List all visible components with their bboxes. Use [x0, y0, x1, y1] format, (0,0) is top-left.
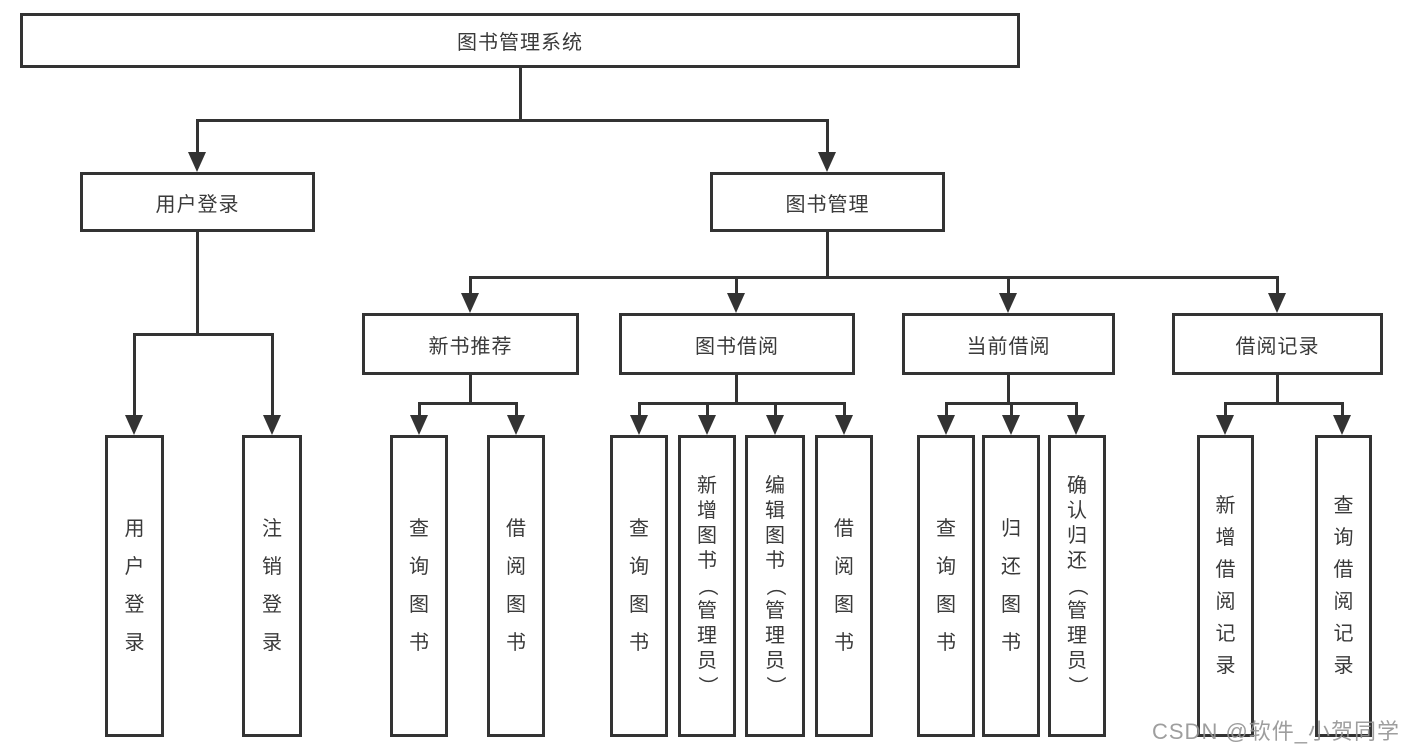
arrow-down-icon — [818, 152, 836, 172]
leaf-label: 查询图书 — [936, 518, 956, 654]
leaf-query-books-borrowing: 查询图书 — [610, 435, 668, 737]
connector-hline — [133, 333, 273, 336]
connector-vline — [826, 232, 829, 279]
arrow-down-icon — [698, 415, 716, 435]
connector-vline — [196, 119, 199, 156]
arrow-down-icon — [125, 415, 143, 435]
arrow-down-icon — [1067, 415, 1085, 435]
arrow-down-icon — [1216, 415, 1234, 435]
connector-vline — [515, 402, 518, 418]
node-library-management-system: 图书管理系统 — [20, 13, 1020, 68]
connector-vline — [271, 333, 274, 417]
node-borrowing-records: 借阅记录 — [1172, 313, 1383, 375]
connector-vline — [735, 375, 738, 405]
leaf-label: 新增图书（管理员） — [696, 475, 718, 696]
leaf-label: 用户登录 — [124, 518, 145, 654]
connector-vline — [735, 276, 738, 298]
leaf-label: 归还图书 — [1001, 518, 1021, 654]
leaf-label: 新增借阅记录 — [1215, 495, 1236, 677]
leaf-add-book-admin: 新增图书（管理员） — [678, 435, 736, 737]
leaf-add-borrowing-record: 新增借阅记录 — [1197, 435, 1254, 737]
node-label: 借阅记录 — [1235, 335, 1320, 358]
leaf-label: 查询图书 — [409, 518, 429, 654]
connector-vline — [469, 375, 472, 405]
arrow-down-icon — [410, 415, 428, 435]
connector-hline — [196, 119, 829, 122]
connector-hline — [638, 402, 845, 405]
arrow-down-icon — [766, 415, 784, 435]
node-book-borrowing: 图书借阅 — [619, 313, 855, 375]
connector-vline — [1276, 276, 1279, 298]
node-user-login: 用户登录 — [80, 172, 315, 232]
node-book-management: 图书管理 — [710, 172, 945, 232]
connector-vline — [706, 402, 709, 418]
leaf-query-books-current: 查询图书 — [917, 435, 975, 737]
arrow-down-icon — [507, 415, 525, 435]
leaf-edit-book-admin: 编辑图书（管理员） — [745, 435, 805, 737]
leaf-borrow-books-borrowing: 借阅图书 — [815, 435, 873, 737]
leaf-label: 编辑图书（管理员） — [764, 475, 786, 696]
leaf-query-borrowing-record: 查询借阅记录 — [1315, 435, 1372, 737]
node-label: 当前借阅 — [966, 335, 1051, 358]
connector-vline — [519, 68, 522, 121]
leaf-confirm-return-admin: 确认归还（管理员） — [1048, 435, 1106, 737]
leaf-label: 查询借阅记录 — [1333, 495, 1354, 677]
connector-vline — [945, 402, 948, 418]
connector-vline — [133, 333, 136, 417]
connector-vline — [638, 402, 641, 418]
leaf-label: 查询图书 — [629, 518, 649, 654]
arrow-down-icon — [999, 293, 1017, 313]
node-label: 图书借阅 — [695, 335, 779, 358]
arrow-down-icon — [461, 293, 479, 313]
leaf-logout: 注销登录 — [242, 435, 302, 737]
connector-vline — [1341, 402, 1344, 418]
arrow-down-icon — [1333, 415, 1351, 435]
csdn-watermark: CSDN @软件_小贺同学 — [1152, 719, 1401, 744]
leaf-return-books: 归还图书 — [982, 435, 1040, 737]
connector-hline — [1224, 402, 1343, 405]
node-new-book-recommendation: 新书推荐 — [362, 313, 579, 375]
arrow-down-icon — [630, 415, 648, 435]
connector-vline — [826, 119, 829, 156]
connector-vline — [843, 402, 846, 418]
connector-hline — [469, 276, 1278, 279]
connector-hline — [418, 402, 517, 405]
node-label: 图书管理 — [785, 193, 870, 216]
connector-vline — [418, 402, 421, 418]
arrow-down-icon — [263, 415, 281, 435]
connector-vline — [469, 276, 472, 298]
leaf-label: 借阅图书 — [506, 518, 526, 654]
connector-vline — [1007, 375, 1010, 405]
node-label: 用户登录 — [155, 193, 240, 216]
arrow-down-icon — [727, 293, 745, 313]
connector-vline — [1075, 402, 1078, 418]
leaf-label: 借阅图书 — [834, 518, 854, 654]
leaf-borrow-books-recommendation: 借阅图书 — [487, 435, 545, 737]
arrow-down-icon — [188, 152, 206, 172]
connector-vline — [774, 402, 777, 418]
node-label: 新书推荐 — [428, 335, 513, 358]
connector-vline — [1276, 375, 1279, 405]
node-current-borrowing: 当前借阅 — [902, 313, 1115, 375]
arrow-down-icon — [1002, 415, 1020, 435]
arrow-down-icon — [1268, 293, 1286, 313]
connector-vline — [1010, 402, 1013, 418]
leaf-label: 注销登录 — [262, 518, 282, 654]
connector-vline — [1224, 402, 1227, 418]
leaf-query-books-recommendation: 查询图书 — [390, 435, 448, 737]
connector-vline — [1007, 276, 1010, 298]
arrow-down-icon — [937, 415, 955, 435]
arrow-down-icon — [835, 415, 853, 435]
leaf-label: 确认归还（管理员） — [1066, 475, 1088, 696]
leaf-user-login: 用户登录 — [105, 435, 164, 737]
node-label: 图书管理系统 — [457, 32, 583, 54]
connector-vline — [196, 232, 199, 336]
